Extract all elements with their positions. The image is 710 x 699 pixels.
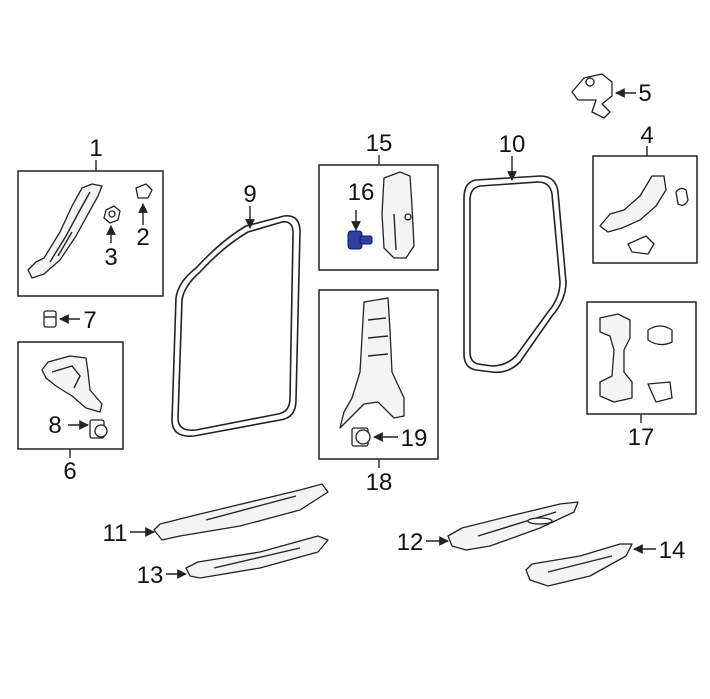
callout-17: 17 <box>628 424 655 451</box>
sill-plate-part-14[interactable] <box>525 543 656 587</box>
box-group-6 <box>17 341 124 458</box>
callout-19: 19 <box>401 425 428 452</box>
callout-3: 3 <box>104 244 117 271</box>
a-pillar-trim-part[interactable] <box>27 183 103 279</box>
lower-pillar-trim-part[interactable] <box>339 297 405 429</box>
box-group-17 <box>586 301 697 423</box>
clip-part-2[interactable] <box>135 183 153 199</box>
sill-plate-part-11[interactable] <box>130 483 329 541</box>
handle-cap-lower[interactable] <box>627 235 655 255</box>
box-group-15 <box>318 155 439 271</box>
handle-cap-upper[interactable] <box>675 187 689 206</box>
callout-16: 16 <box>348 179 375 206</box>
cap-lower-right[interactable] <box>647 381 673 403</box>
bolt-part-8[interactable] <box>89 419 108 439</box>
front-door-seal-part-9[interactable] <box>171 206 301 437</box>
upper-pillar-trim-part[interactable] <box>381 171 415 259</box>
grip-mount-part-5[interactable] <box>571 73 636 119</box>
sill-plate-part-12[interactable] <box>426 501 579 551</box>
callout-12: 12 <box>397 529 424 556</box>
sill-plate-part-13[interactable] <box>166 535 329 579</box>
rear-door-seal-part-10[interactable] <box>463 156 567 374</box>
callout-1: 1 <box>89 135 102 162</box>
bolt-part-7[interactable] <box>43 310 80 328</box>
grab-handle-part-17[interactable] <box>599 313 633 403</box>
callout-11: 11 <box>103 520 128 547</box>
callout-5: 5 <box>638 80 651 107</box>
callout-4: 4 <box>640 122 653 149</box>
box-group-4 <box>592 146 698 264</box>
callout-13: 13 <box>137 562 164 589</box>
callout-7: 7 <box>83 307 96 334</box>
callout-8: 8 <box>48 412 61 439</box>
cap-upper-right[interactable] <box>647 325 673 346</box>
box-group-1 <box>17 160 164 297</box>
callout-15: 15 <box>366 130 393 157</box>
callout-18: 18 <box>366 469 393 496</box>
bolt-part-19[interactable] <box>351 427 371 447</box>
callout-6: 6 <box>63 458 76 485</box>
callout-10: 10 <box>499 131 526 158</box>
grab-handle-part-4[interactable] <box>599 175 667 233</box>
callout-14: 14 <box>659 537 686 564</box>
callout-2: 2 <box>136 224 149 251</box>
box-group-18 <box>318 289 439 468</box>
lower-trim-part[interactable] <box>41 355 103 413</box>
clip-part-16[interactable] <box>347 230 373 250</box>
callout-9: 9 <box>243 181 256 208</box>
